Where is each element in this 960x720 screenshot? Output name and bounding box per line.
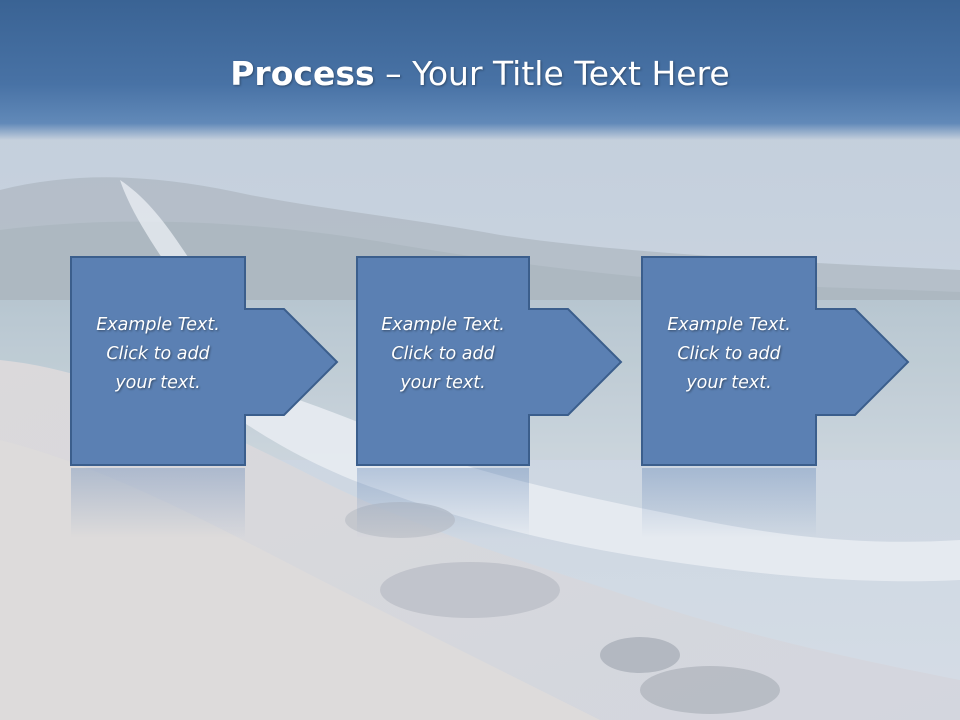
step-1-line-3: your text.: [115, 373, 201, 393]
step-2-text[interactable]: Example Text. Click to add your text.: [357, 311, 529, 398]
step-3-text[interactable]: Example Text. Click to add your text.: [642, 311, 816, 398]
step-3-line-1: Example Text.: [667, 315, 791, 335]
step-2-line-1: Example Text.: [381, 315, 505, 335]
step-1-line-1: Example Text.: [96, 315, 220, 335]
step-2-line-2: Click to add: [391, 344, 495, 364]
step-1-text[interactable]: Example Text. Click to add your text.: [71, 311, 245, 398]
step-3-line-2: Click to add: [677, 344, 781, 364]
step-3-arrow-box[interactable]: [641, 256, 913, 468]
step-1-arrow-box[interactable]: [70, 256, 342, 468]
step-3-reflection: [642, 468, 816, 538]
slide-title[interactable]: Process – Your Title Text Here: [0, 52, 960, 96]
step-3-line-3: your text.: [686, 373, 772, 393]
step-2-line-3: your text.: [400, 373, 486, 393]
title-bold-text: Process: [230, 54, 375, 93]
title-band: [0, 0, 960, 140]
title-rest-text: – Your Title Text Here: [374, 54, 730, 93]
step-1-reflection: [71, 468, 245, 538]
step-1-line-2: Click to add: [106, 344, 210, 364]
step-2-reflection: [357, 468, 529, 538]
step-2-arrow-box[interactable]: [356, 256, 628, 468]
